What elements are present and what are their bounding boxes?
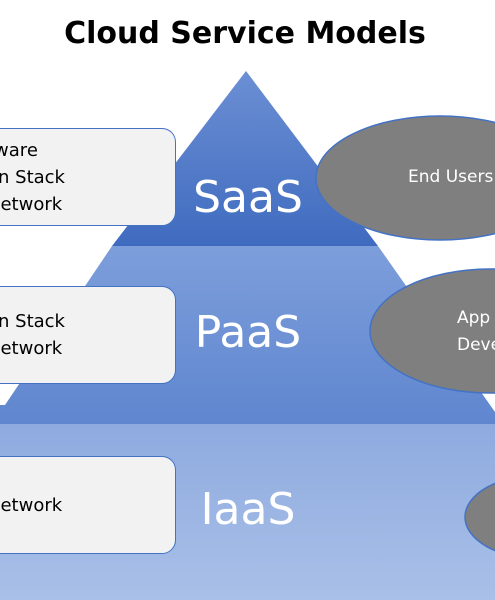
audience-ellipse-paas <box>369 268 495 394</box>
saas-tier <box>112 71 378 246</box>
stack-line: Network <box>0 338 63 359</box>
stack-line: on Stack <box>0 166 65 188</box>
stack-box-iaas: Network <box>0 456 176 554</box>
audience-text-paas-1: App <box>457 308 491 328</box>
stack-line: tware <box>0 139 38 161</box>
stack-line: Network <box>0 193 63 215</box>
audience-ellipse-iaas <box>464 482 495 552</box>
stack-box-paas: on Stack Network <box>0 286 176 384</box>
tier-label-paas: PaaS <box>194 307 302 358</box>
audience-ellipse-saas <box>315 115 495 241</box>
tier-label-iaas: IaaS <box>200 484 296 535</box>
audience-text-paas-2: Deve <box>457 335 495 355</box>
tier-label-saas: SaaS <box>193 172 303 223</box>
stack-line: Network <box>0 494 63 516</box>
stack-line: on Stack <box>0 311 65 332</box>
diagram-title: Cloud Service Models <box>64 16 426 51</box>
stack-box-saas: tware on Stack Network <box>0 128 176 226</box>
audience-text-saas: End Users <box>408 167 494 187</box>
